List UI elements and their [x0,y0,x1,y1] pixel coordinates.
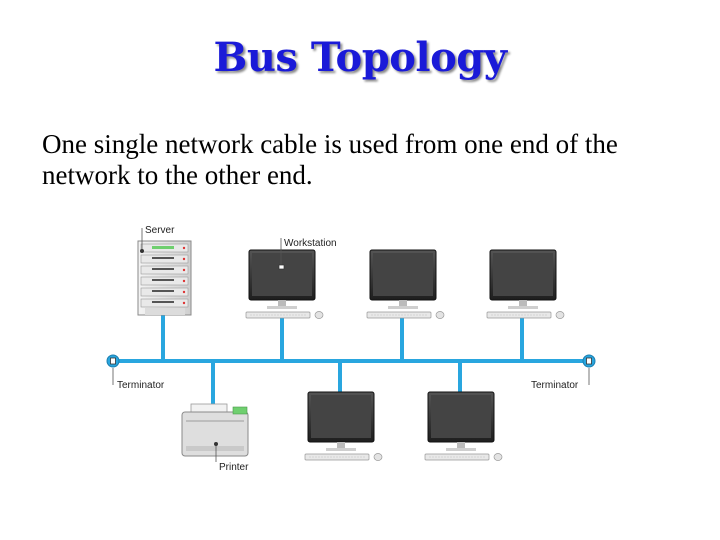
bus-cable [111,314,591,410]
workstation-icon [245,249,324,319]
workstation-label: Workstation [284,238,337,249]
workstation-icon [304,391,383,461]
printer-icon [181,403,249,457]
slide-title: Bus Topology [213,34,507,81]
terminator-left-label: Terminator [117,380,165,391]
terminator-left-icon [106,354,120,368]
terminator-right-icon [582,354,596,368]
workstation-icon [366,249,445,319]
printer-label: Printer [219,462,249,473]
server-icon [137,240,192,316]
terminator-right-label: Terminator [531,380,579,391]
workstation-icon [424,391,503,461]
slide-body-text: One single network cable is used from on… [42,129,618,190]
workstation-icon [486,249,565,319]
server-label: Server [145,225,175,236]
